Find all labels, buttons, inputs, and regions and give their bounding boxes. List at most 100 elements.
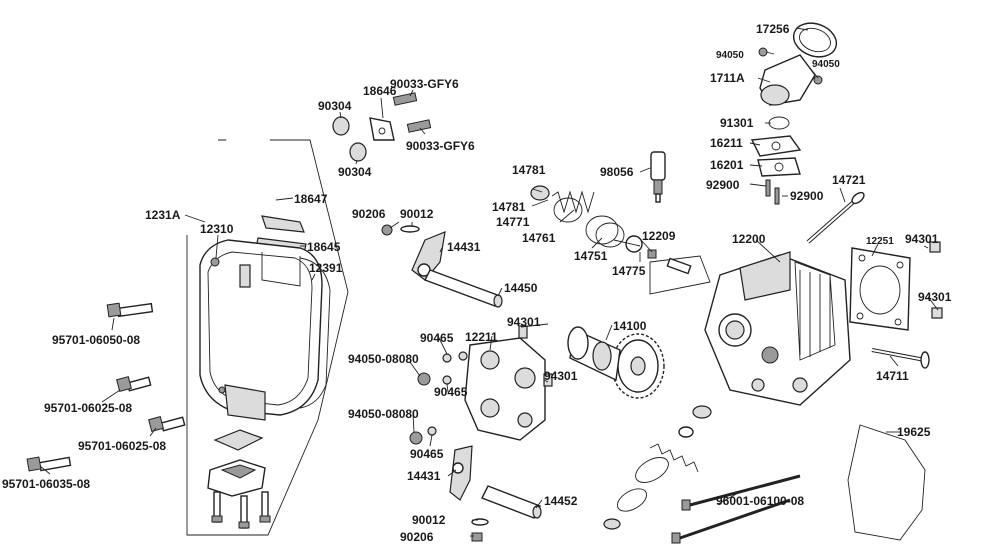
callout-94050-b: 94050 (812, 59, 840, 70)
callout-14450: 14450 (504, 281, 538, 295)
callout-90206-a: 90206 (352, 207, 386, 221)
breather-pipe (222, 136, 307, 255)
callout-14721: 14721 (832, 173, 866, 187)
callout-labels: 17256 94050 94050 1711A 91301 16211 1620… (2, 22, 952, 544)
callout-1231A: 1231A (145, 208, 181, 222)
callout-17256: 17256 (756, 22, 790, 36)
leader-lines (39, 27, 939, 537)
nut-90304-a (332, 116, 350, 136)
cover-group-outline (186, 139, 349, 536)
valve-spring-set-lower (603, 405, 712, 530)
camshaft (567, 326, 665, 399)
callout-90465-a: 90465 (420, 331, 454, 345)
washer-90206-b (471, 532, 483, 542)
stud-92900-b (774, 187, 780, 205)
insulator-16211 (750, 135, 802, 157)
spark-plug (650, 151, 666, 203)
callout-90465-c: 90465 (410, 447, 444, 461)
callout-14431-b: 14431 (407, 469, 441, 483)
callout-94050-08080-b: 94050-08080 (348, 407, 419, 421)
callout-16211: 16211 (710, 136, 743, 150)
callout-12209: 12209 (642, 229, 676, 243)
callout-94050-08080-a: 94050-08080 (348, 352, 419, 366)
callout-19625: 19625 (897, 425, 931, 439)
callout-14781-b: 14781 (492, 200, 526, 214)
callout-90304-b: 90304 (338, 165, 372, 179)
callout-90206-b: 90206 (400, 530, 434, 544)
callout-95701-06050-08: 95701-06050-08 (52, 333, 140, 347)
callout-12310: 12310 (200, 222, 234, 236)
rocker-shaft (424, 269, 503, 308)
callout-14751: 14751 (574, 249, 608, 263)
rocker-arm-lower (449, 445, 473, 501)
nut-90304-b (349, 142, 367, 162)
clip-90012-b (471, 518, 489, 526)
callout-96001-06100-08: 96001-06100-08 (716, 494, 804, 508)
callout-12251: 12251 (866, 236, 894, 247)
callout-18647: 18647 (294, 192, 328, 206)
side-cover-gasket (847, 424, 926, 541)
callout-14711: 14711 (876, 369, 909, 383)
cylinder-head-gasket (849, 247, 911, 331)
cylinder-head (704, 251, 851, 406)
stud-90033-a (392, 92, 418, 106)
callout-90033-a: 90033-GFY6 (390, 77, 459, 91)
callout-12200: 12200 (732, 232, 766, 246)
dowel-94301-a (929, 241, 941, 253)
stud-92900-a (765, 179, 771, 197)
valve-spring-set-upper (530, 185, 657, 259)
callout-14761: 14761 (522, 231, 556, 245)
callout-14452: 14452 (544, 494, 578, 508)
valve-exhaust (871, 348, 930, 369)
stud-90033-b (406, 119, 432, 133)
callout-14771: 14771 (496, 215, 530, 229)
callout-95701-06035-08: 95701-06035-08 (2, 477, 90, 491)
callout-18645: 18645 (307, 240, 341, 254)
valve-guide-detail (649, 255, 711, 295)
intake-manifold (758, 22, 838, 106)
callout-94301-d: 94301 (544, 369, 578, 383)
callout-14100: 14100 (613, 319, 647, 333)
callout-14781-a: 14781 (512, 163, 546, 177)
dowel-94301-b (931, 307, 943, 319)
washer-90206-a (381, 224, 393, 236)
callout-1711A: 1711A (710, 71, 745, 85)
long-head-bolts (671, 474, 801, 544)
callout-12211: 12211 (465, 330, 498, 344)
callout-95701-06025-08-a: 95701-06025-08 (44, 401, 132, 415)
bolt-95701-06035 (26, 456, 72, 472)
bolt-95701-06050 (106, 302, 154, 318)
callout-18646: 18646 (363, 84, 397, 98)
bolt-95701-06025-b (148, 416, 186, 432)
callout-95701-06025-08-b: 95701-06025-08 (78, 439, 166, 453)
callout-14775: 14775 (612, 264, 646, 278)
callout-92900-b: 92900 (790, 189, 824, 203)
callout-90465-b: 90465 (434, 385, 468, 399)
bolt-95701-06025-a (116, 376, 152, 392)
camshaft-holder (464, 337, 546, 441)
callout-12391: 12391 (309, 261, 343, 275)
valve-intake (806, 191, 865, 244)
rocker-shaft-lower (481, 485, 542, 519)
head-cover (199, 239, 323, 421)
cover-gasket (299, 257, 331, 409)
o-ring-91301 (768, 116, 790, 130)
callout-91301: 91301 (720, 116, 754, 130)
callout-90033-b: 90033-GFY6 (406, 139, 475, 153)
gasket-16201 (757, 157, 801, 177)
callout-16201: 16201 (710, 158, 744, 172)
plate-18646 (369, 117, 395, 141)
callout-90012-b: 90012 (412, 513, 446, 527)
callout-98056: 98056 (600, 165, 634, 179)
cover-small-bolts (211, 491, 271, 529)
callout-90304-a: 90304 (318, 99, 352, 113)
clip-90012-a (400, 225, 420, 233)
callout-92900-a: 92900 (706, 178, 740, 192)
breather-plates (207, 429, 266, 497)
callout-14431-a: 14431 (447, 240, 481, 254)
callout-94050-a: 94050 (716, 50, 744, 61)
callout-94301-b: 94301 (918, 290, 952, 304)
callout-94301-c: 94301 (507, 315, 541, 329)
